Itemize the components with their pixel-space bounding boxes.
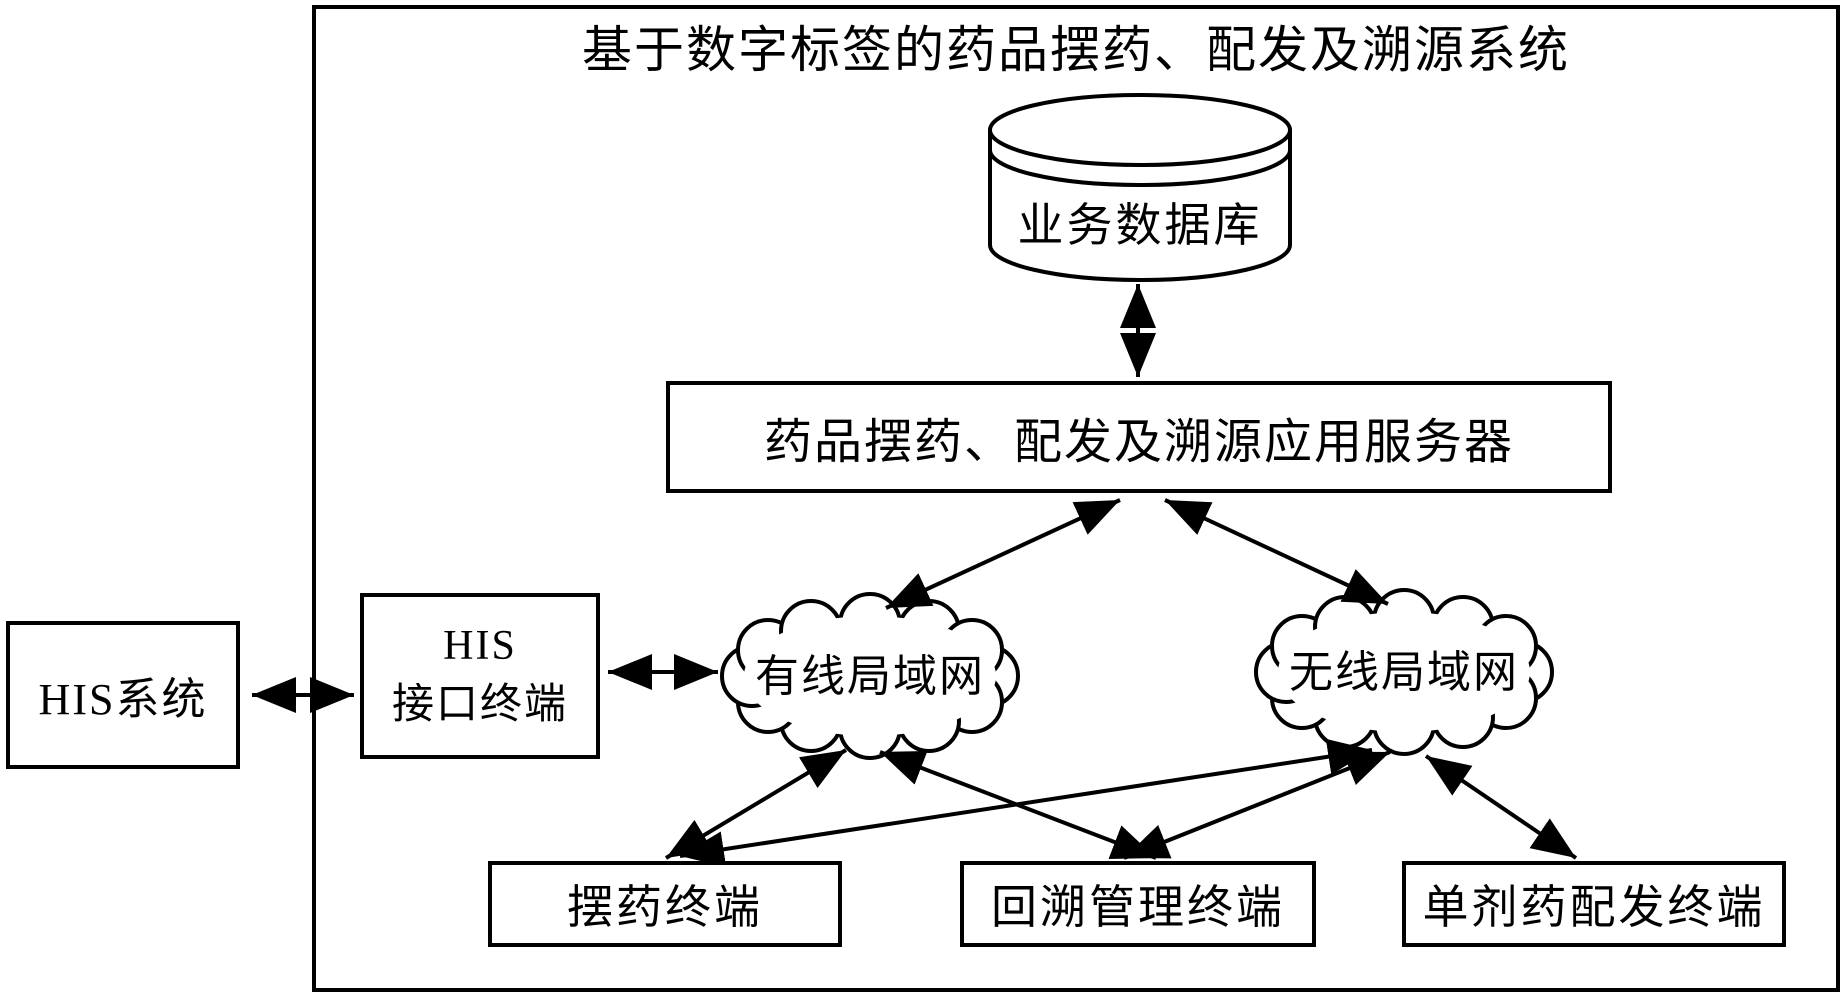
wireless-lan-label: 无线局域网 — [1289, 647, 1519, 697]
his-system-box: HIS系统 — [6, 621, 240, 769]
edges — [252, 284, 1578, 868]
his-interface-label-line1: HIS — [443, 622, 517, 669]
database-label: 业务数据库 — [1017, 200, 1263, 252]
single-dose-terminal-label: 单剂药配发终端 — [1422, 882, 1766, 933]
system-boundary-box — [312, 5, 1840, 992]
database-cylinder-shape — [988, 93, 1292, 282]
wired-lan-cloud-shape — [720, 592, 1020, 760]
his-interface-label-line2: 接口终端 — [391, 681, 568, 728]
edge-server-wireless-lan — [1164, 498, 1389, 606]
his-system-label: HIS系统 — [38, 675, 208, 724]
edge-wireless-single-dose — [1424, 754, 1578, 860]
wired-lan-label: 有线局域网 — [755, 651, 985, 701]
edge-wireless-traceback — [1123, 750, 1391, 860]
app-server-label: 药品摆药、配发及溯源应用服务器 — [763, 416, 1514, 469]
his-interface-box: HIS 接口终端 — [360, 593, 600, 759]
dispensing-terminal-box: 摆药终端 — [488, 861, 842, 947]
app-server-box: 药品摆药、配发及溯源应用服务器 — [666, 381, 1612, 493]
single-dose-terminal-box: 单剂药配发终端 — [1402, 861, 1786, 947]
traceback-terminal-box: 回溯管理终端 — [960, 861, 1316, 947]
dispensing-terminal-label: 摆药终端 — [567, 882, 763, 933]
diagram-title: 基于数字标签的药品摆药、配发及溯源系统 — [582, 21, 1570, 78]
wireless-lan-cloud-shape — [1254, 588, 1554, 756]
traceback-terminal-label: 回溯管理终端 — [991, 882, 1285, 933]
edge-server-wired-lan — [885, 498, 1121, 610]
